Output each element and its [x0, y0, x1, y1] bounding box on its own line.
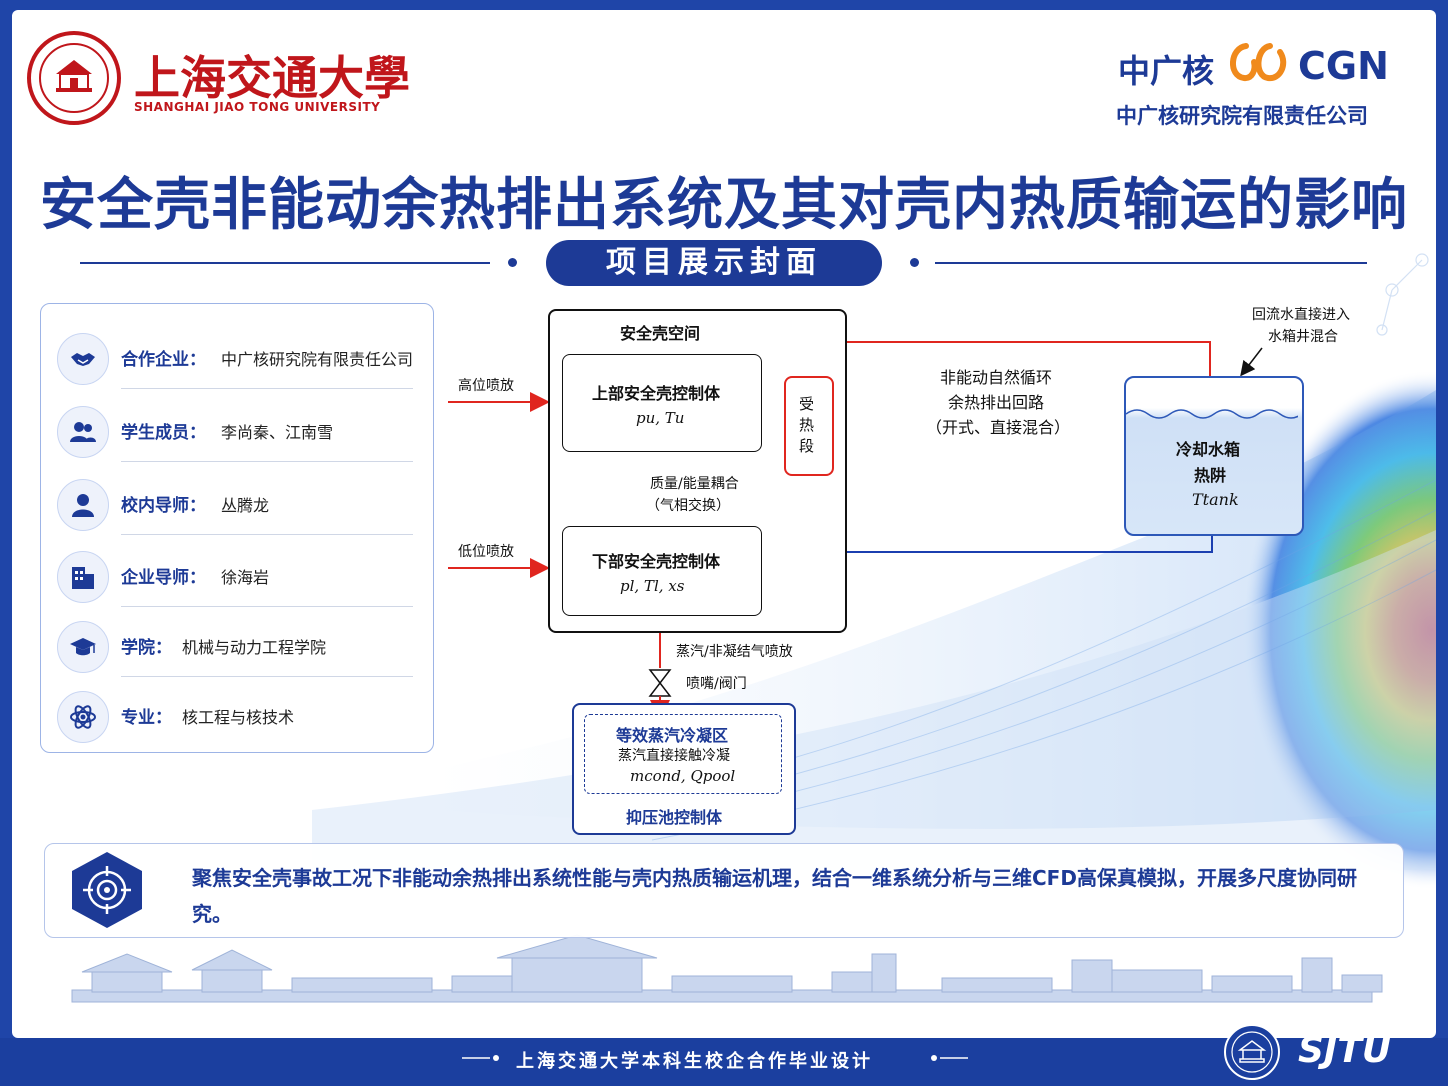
building-icon — [72, 567, 94, 589]
zone-title: 等效蒸汽冷凝区 — [616, 726, 729, 745]
title-rule-right — [935, 262, 1367, 264]
cgn-brand-cn: 中广核 — [1118, 52, 1215, 90]
info-label: 合作企业： — [121, 350, 206, 370]
footer-text: 上海交通大学本科生校企合作毕业设计 — [516, 1051, 873, 1072]
atom-icon — [70, 705, 96, 729]
summary-card — [44, 843, 1404, 938]
upper-control-volume — [562, 354, 762, 452]
valve-icon — [648, 669, 672, 697]
heat-section-char: 受 — [799, 395, 815, 413]
sjtu-seal-logo — [27, 31, 121, 125]
info-label: 企业导师： — [121, 568, 206, 588]
subtitle-badge: 项目展示封面 — [546, 240, 882, 286]
footer-sjtu-logo: SJTU — [1298, 1030, 1392, 1071]
page-title: 安全壳非能动余热排出系统及其对壳内热质输运的影响 — [40, 173, 1408, 238]
info-row-major: 专业： 核工程与核技术 — [41, 684, 433, 746]
heat-sink-label: 热阱 — [1194, 466, 1227, 485]
info-value: 徐海岩 — [221, 568, 270, 587]
info-label: 校内导师： — [121, 496, 206, 516]
info-row-school: 学院： 机械与动力工程学院 — [41, 614, 433, 676]
cooling-tank — [1124, 376, 1304, 536]
zone-desc: 蒸汽直接接触冷凝 — [618, 748, 730, 764]
pool-label: 抑压池控制体 — [626, 808, 723, 827]
info-row-advisor: 校内导师： 丛腾龙 — [41, 472, 433, 534]
campus-skyline — [71, 934, 1383, 1003]
coupling-label: 质量/能量耦合 — [650, 476, 739, 492]
tank-label: 冷却水箱 — [1176, 440, 1241, 459]
lower-control-volume — [562, 526, 762, 616]
info-label: 学院： — [121, 638, 172, 658]
condensation-zone — [584, 714, 782, 794]
suppression-pool-box — [572, 703, 796, 835]
return-note-1: 回流水直接进入 — [1252, 307, 1350, 323]
loop-label-2: 余热排出回路 — [948, 393, 1045, 412]
summary-text: 聚焦安全壳事故工况下非能动余热排出系统性能与壳内热质输运机理，结合一维系统分析与… — [192, 866, 1357, 926]
footer-dots-right — [931, 1055, 968, 1061]
project-info-card: 合作企业： 中广核研究院有限责任公司 学生成员： 李尚秦、江南雪 校内导师： 丛… — [40, 303, 434, 753]
lower-vars: pl, Tl, xs — [620, 577, 685, 595]
footer-band — [0, 1038, 1448, 1086]
containment-title: 安全壳空间 — [620, 324, 701, 343]
upper-label: 上部安全壳控制体 — [592, 384, 721, 403]
students-icon — [70, 422, 96, 442]
info-label: 学生成员： — [121, 423, 206, 443]
info-row-students: 学生成员： 李尚秦、江南雪 — [41, 399, 433, 461]
upper-vars: pu, Tu — [636, 409, 685, 427]
title-dot-right — [910, 258, 919, 267]
company-full-name: 中广核研究院有限责任公司 — [1116, 104, 1368, 128]
university-name-en: SHANGHAI JIAO TONG UNIVERSITY — [134, 100, 381, 114]
lower-label: 下部安全壳控制体 — [592, 552, 721, 571]
graduation-cap-icon — [70, 638, 96, 656]
zone-vars: mcond, Qpool — [630, 767, 736, 785]
steam-release-label: 蒸汽/非凝结气喷放 — [676, 644, 793, 660]
info-value: 丛腾龙 — [221, 496, 270, 515]
handshake-icon — [71, 353, 95, 366]
university-name-cn: 上海交通大學 — [134, 51, 410, 105]
loop-label-1: 非能动自然循环 — [940, 368, 1053, 387]
heat-section-char: 热 — [799, 416, 815, 434]
return-note-2: 水箱井混合 — [1268, 329, 1338, 345]
cgn-brand-en: CGN — [1298, 44, 1389, 88]
coupling-sub-label: （气相交换） — [646, 498, 730, 514]
advisor-icon — [72, 494, 94, 517]
info-label: 专业： — [121, 708, 172, 728]
return-note-pointer — [1240, 347, 1263, 377]
heat-section-box — [784, 376, 834, 476]
cgn-logo-icon — [1230, 43, 1287, 82]
footer-dots-left — [462, 1055, 499, 1061]
tank-var: Ttank — [1192, 490, 1239, 509]
info-value: 核工程与核技术 — [182, 708, 295, 727]
info-row-company: 合作企业： 中广核研究院有限责任公司 — [41, 326, 433, 388]
info-row-company-advisor: 企业导师： 徐海岩 — [41, 544, 433, 606]
title-rule-left — [80, 262, 490, 264]
sjtu-footer-seal — [1224, 1024, 1280, 1080]
loop-label-3: （开式、直接混合） — [926, 418, 1071, 437]
spray-low-label: 低位喷放 — [458, 544, 514, 560]
heat-section-char: 段 — [799, 437, 815, 455]
info-value: 机械与动力工程学院 — [182, 638, 327, 657]
tank-water-surface — [1126, 409, 1298, 419]
nozzle-label: 喷嘴/阀门 — [686, 676, 747, 692]
info-value: 中广核研究院有限责任公司 — [221, 350, 414, 369]
title-dot-left — [508, 258, 517, 267]
target-icon — [72, 852, 142, 928]
spray-high-label: 高位喷放 — [458, 378, 514, 394]
info-value: 李尚秦、江南雪 — [221, 423, 334, 442]
